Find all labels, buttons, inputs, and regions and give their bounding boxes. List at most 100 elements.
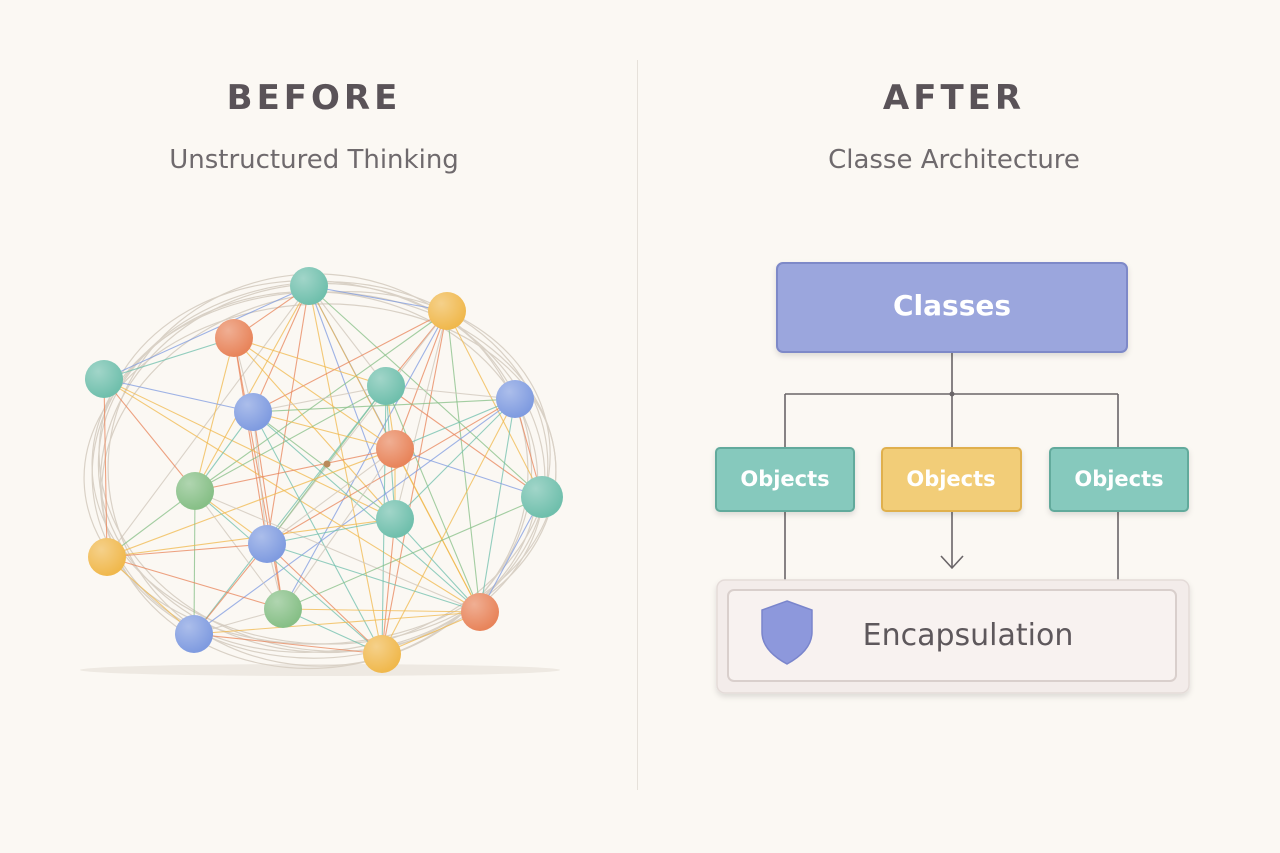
network-loop bbox=[99, 282, 533, 670]
network-edge bbox=[394, 310, 448, 450]
network-node-highlight bbox=[367, 367, 405, 405]
classes-box bbox=[776, 262, 1128, 353]
network-edge bbox=[193, 543, 268, 635]
network-edge bbox=[385, 385, 516, 400]
objects-box-2 bbox=[881, 447, 1022, 512]
objects-box-3 bbox=[1049, 447, 1189, 512]
network-edge bbox=[194, 490, 284, 610]
network-edge bbox=[194, 385, 387, 492]
junction-dot bbox=[949, 391, 955, 397]
network-edge bbox=[106, 448, 396, 558]
shield-icon bbox=[761, 600, 813, 665]
network-edge bbox=[381, 518, 396, 655]
encapsulation-box bbox=[716, 579, 1190, 694]
network-edge bbox=[103, 378, 396, 520]
objects-label-3: Objects bbox=[1074, 467, 1163, 491]
network-node-highlight bbox=[376, 430, 414, 468]
network-edge bbox=[233, 337, 284, 610]
network-node-highlight bbox=[176, 472, 214, 510]
network-edge bbox=[394, 448, 543, 498]
network-edge bbox=[394, 398, 516, 450]
network-edge bbox=[103, 337, 235, 380]
network-edge bbox=[103, 285, 310, 380]
network-node-highlight bbox=[234, 393, 272, 431]
network-edge bbox=[252, 411, 383, 655]
network-edge bbox=[282, 496, 543, 610]
network-ground-shadow bbox=[80, 664, 560, 676]
network-node-highlight bbox=[461, 593, 499, 631]
network-nodes bbox=[85, 267, 563, 673]
network-edge bbox=[252, 411, 481, 613]
network-edge bbox=[446, 310, 543, 498]
network-edge bbox=[233, 337, 387, 387]
network-edge bbox=[194, 337, 235, 492]
objects-box-1 bbox=[715, 447, 855, 512]
after-heading: AFTER bbox=[882, 78, 1026, 118]
network-edge bbox=[394, 310, 448, 520]
network-edge bbox=[266, 398, 516, 545]
network-edge bbox=[233, 337, 268, 545]
network-edge bbox=[103, 378, 481, 613]
network-node-highlight bbox=[264, 590, 302, 628]
network-edge bbox=[252, 411, 396, 450]
network-edge bbox=[193, 633, 383, 655]
network-edge bbox=[394, 398, 516, 520]
network-edge bbox=[266, 543, 481, 613]
network-edge bbox=[193, 611, 481, 635]
network-edge bbox=[106, 556, 284, 610]
network-edge bbox=[103, 378, 196, 492]
network-edge bbox=[266, 448, 396, 545]
network-edge bbox=[308, 285, 387, 387]
network-node-highlight bbox=[521, 476, 563, 518]
network-edge bbox=[252, 398, 516, 413]
network-edge bbox=[252, 411, 268, 545]
network-edge bbox=[194, 285, 310, 492]
objects-label-2: Objects bbox=[906, 467, 995, 491]
network-edge bbox=[479, 496, 543, 613]
network-edge bbox=[252, 411, 284, 610]
network-edge bbox=[194, 490, 481, 613]
network-edge bbox=[106, 556, 195, 635]
network-edge bbox=[193, 490, 196, 635]
network-node-highlight bbox=[248, 525, 286, 563]
network-node-highlight bbox=[290, 267, 328, 305]
network-node-highlight bbox=[428, 292, 466, 330]
network-edge bbox=[479, 398, 516, 613]
network-node-highlight bbox=[363, 635, 401, 673]
network-edge bbox=[394, 448, 481, 613]
network-edge bbox=[103, 378, 108, 558]
center-divider bbox=[637, 60, 638, 790]
network-edge bbox=[308, 285, 543, 498]
network-edge bbox=[381, 398, 516, 655]
network-edge bbox=[106, 285, 310, 558]
classes-label: Classes bbox=[893, 289, 1011, 322]
network-edge bbox=[394, 518, 481, 613]
network-edge bbox=[266, 518, 396, 545]
network-edge bbox=[308, 285, 396, 520]
network-node-highlight bbox=[376, 500, 414, 538]
before-subheading: Unstructured Thinking bbox=[169, 145, 459, 175]
network-edge bbox=[194, 448, 396, 492]
network-edge bbox=[252, 285, 310, 413]
network-edge bbox=[194, 490, 383, 655]
network-edge bbox=[233, 337, 396, 450]
network-edge bbox=[308, 285, 383, 655]
network-edge bbox=[266, 310, 448, 545]
network-edge bbox=[381, 310, 448, 655]
network-node-highlight bbox=[85, 360, 123, 398]
network-edge bbox=[446, 310, 481, 613]
network-edge bbox=[103, 378, 254, 413]
before-heading: BEFORE bbox=[226, 78, 402, 118]
network-loop bbox=[101, 291, 551, 653]
network-hub-dot bbox=[323, 460, 331, 468]
objects-label-1: Objects bbox=[740, 467, 829, 491]
after-subheading: Classe Architecture bbox=[828, 145, 1080, 175]
network-edge bbox=[282, 608, 481, 613]
network-node-highlight bbox=[175, 615, 213, 653]
encapsulation-label: Encapsulation bbox=[863, 618, 1074, 653]
network-edge bbox=[266, 543, 383, 655]
network-node-highlight bbox=[496, 380, 534, 418]
network-edge bbox=[252, 385, 387, 413]
network-edge bbox=[385, 385, 481, 613]
